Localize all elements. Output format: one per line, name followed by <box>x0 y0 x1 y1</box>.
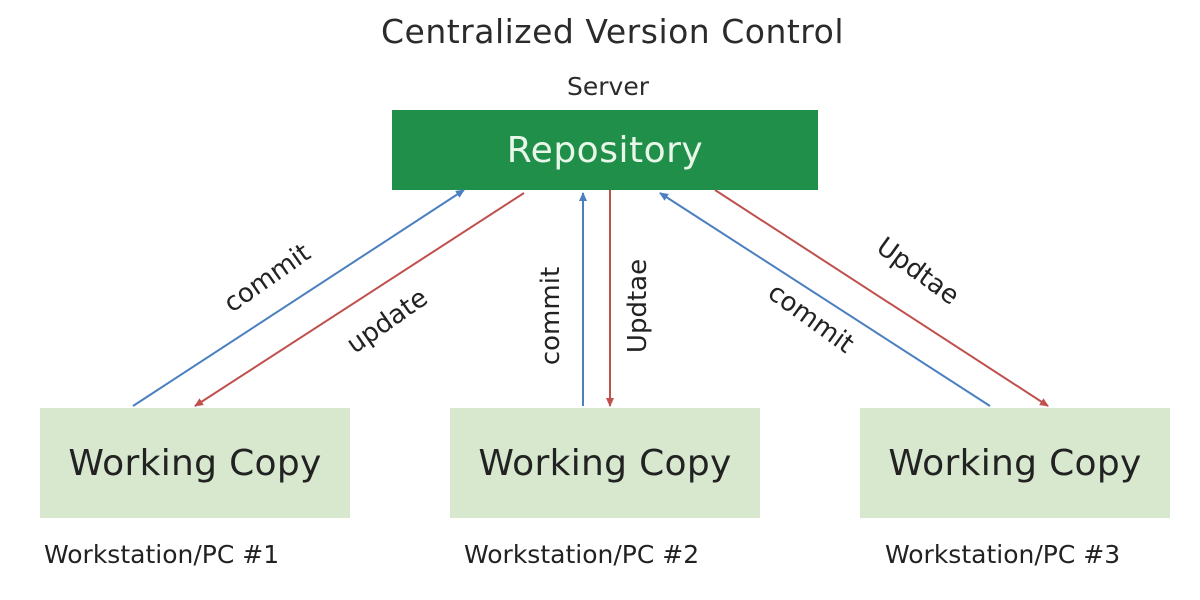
repository-box: Repository <box>392 110 818 190</box>
working-copy-label-2: Working Copy <box>478 442 732 484</box>
workstation-caption-1: Workstation/PC #1 <box>44 540 280 569</box>
ws3-update-arrow <box>714 189 1049 407</box>
ws1-update-label: update <box>341 283 433 360</box>
working-copy-label-1: Working Copy <box>68 442 322 484</box>
ws1-update-arrow <box>194 192 525 407</box>
ws3-commit-label: commit <box>762 278 859 360</box>
diagram-title: Centralized Version Control <box>380 12 844 51</box>
ws1-commit-label: commit <box>219 238 317 319</box>
ws2-commit-label: commit <box>536 267 566 365</box>
ws3-update-label: Updtae <box>871 232 965 312</box>
working-copy-box-2: Working Copy <box>450 408 760 518</box>
ws1-commit-arrow <box>132 189 465 407</box>
server-label: Server <box>567 72 649 101</box>
ws2-update-label: Updtae <box>623 259 653 353</box>
working-copy-label-3: Working Copy <box>888 442 1142 484</box>
working-copy-box-1: Working Copy <box>40 408 350 518</box>
workstation-caption-2: Workstation/PC #2 <box>464 540 700 569</box>
workstation-caption-3: Workstation/PC #3 <box>885 540 1121 569</box>
repository-label: Repository <box>506 129 704 171</box>
working-copy-box-3: Working Copy <box>860 408 1170 518</box>
ws3-commit-arrow <box>659 192 991 407</box>
